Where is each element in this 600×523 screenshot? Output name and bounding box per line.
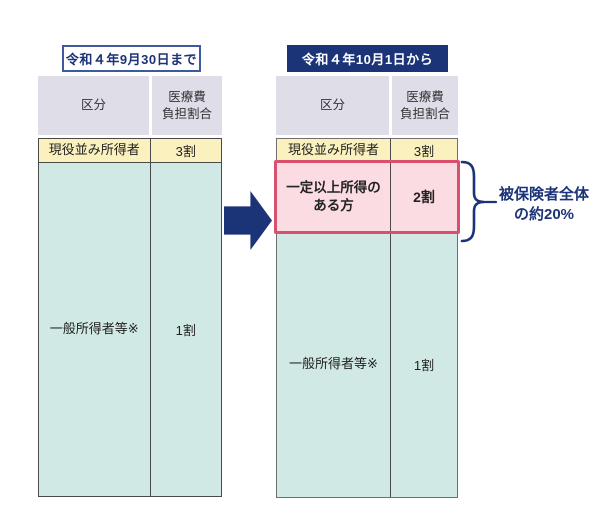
cell-category: 一般所得者等※	[39, 162, 151, 496]
table-after: 区分 医療費 負担割合 現役並み所得者 3割 一定以上所得の ある方 2割 一般…	[274, 76, 460, 498]
insured-share-annotation: 被保険者全体 の約20%	[498, 186, 589, 223]
table-before: 区分 医療費 負担割合 現役並み所得者 3割 一般所得者等※ 1割	[38, 76, 222, 497]
cell-ratio: 3割	[150, 139, 221, 162]
cell-category: 一般所得者等※	[277, 232, 391, 497]
table-before-header: 区分 医療費 負担割合	[38, 76, 222, 135]
table-row-general-income: 一般所得者等※ 1割	[277, 232, 457, 497]
table-row-active-income: 現役並み所得者 3割	[277, 139, 457, 163]
table-row-certain-income-highlighted: 一定以上所得の ある方 2割	[274, 160, 460, 234]
header-burden-ratio: 医療費 負担割合	[152, 76, 222, 135]
cell-ratio: 1割	[391, 232, 457, 497]
cell-ratio: 3割	[391, 139, 457, 162]
curly-brace-icon	[460, 160, 498, 243]
table-after-header: 区分 医療費 負担割合	[276, 76, 458, 135]
period-title-before: 令和４年9月30日まで	[62, 45, 201, 72]
cell-ratio: 2割	[391, 162, 457, 232]
arrow-right-icon	[224, 191, 272, 250]
cell-category: 一定以上所得の ある方	[277, 162, 391, 232]
cell-ratio: 1割	[150, 162, 221, 496]
table-after-body: 現役並み所得者 3割 一定以上所得の ある方 2割 一般所得者等※ 1割	[274, 138, 460, 498]
header-category: 区分	[276, 76, 389, 135]
table-row-general-income: 一般所得者等※ 1割	[39, 162, 221, 496]
cell-category: 現役並み所得者	[39, 139, 151, 162]
header-category: 区分	[38, 76, 149, 135]
header-burden-ratio: 医療費 負担割合	[392, 76, 458, 135]
cell-category: 現役並み所得者	[277, 139, 391, 162]
table-before-body: 現役並み所得者 3割 一般所得者等※ 1割	[38, 138, 222, 497]
period-title-after: 令和４年10月1日から	[287, 45, 448, 72]
table-row-active-income: 現役並み所得者 3割	[39, 139, 221, 163]
